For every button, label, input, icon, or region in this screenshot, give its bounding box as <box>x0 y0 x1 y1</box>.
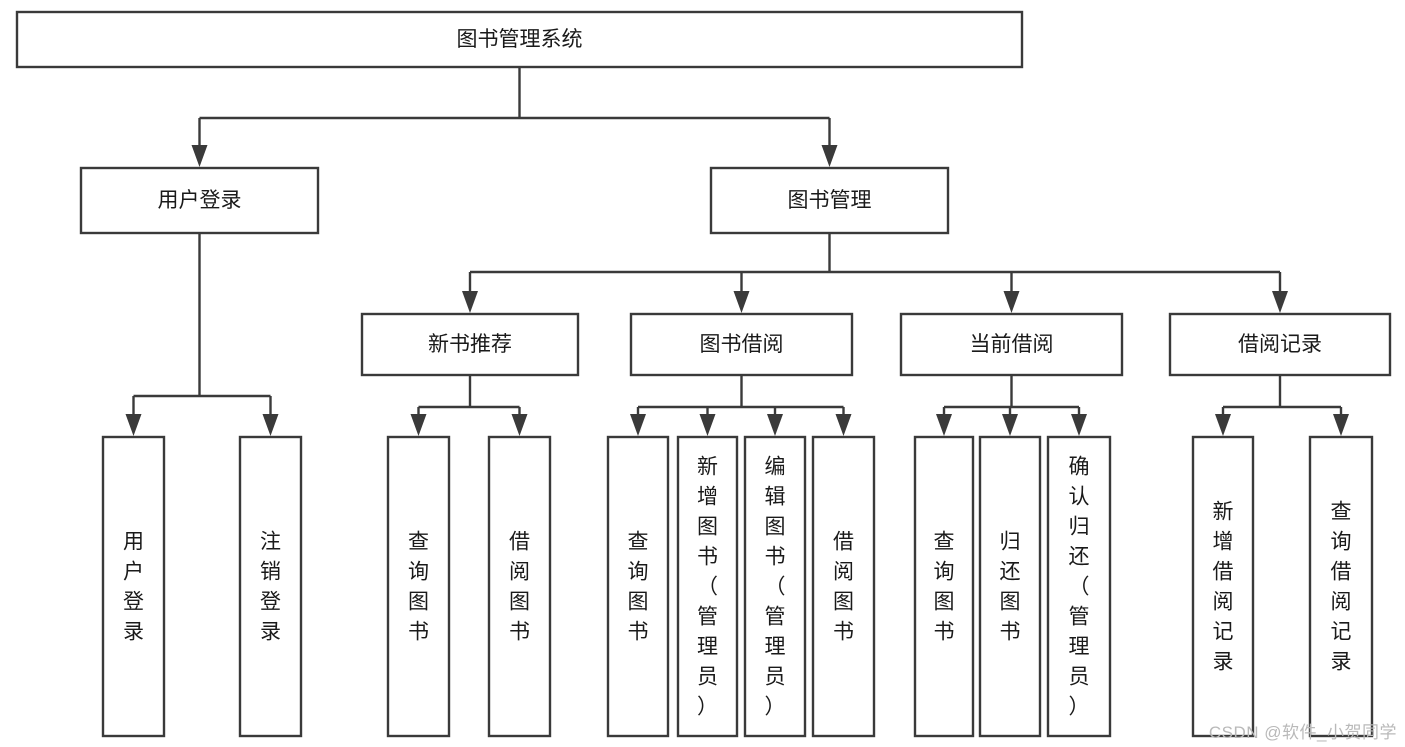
node-borrow-record[interactable]: 借阅记录 <box>1168 312 1392 377</box>
node-label-borrow-record: 借阅记录 <box>1238 333 1322 356</box>
node-box-book-manage[interactable] <box>709 166 950 235</box>
node-box-user-login[interactable] <box>79 166 320 235</box>
node-label-leaf-confirm-return: 确认归还（管理员） <box>1069 455 1090 718</box>
node-box-leaf-confirm-return[interactable] <box>1046 435 1112 738</box>
node-box-leaf-add-book[interactable] <box>676 435 739 738</box>
node-box-leaf-query-borrow-record[interactable] <box>1308 435 1374 738</box>
node-label-book-borrow: 图书借阅 <box>700 333 784 356</box>
node-box-leaf-query-book-2[interactable] <box>606 435 670 738</box>
node-leaf-borrow-book-2[interactable]: 借阅图书 <box>811 435 876 738</box>
node-label-user-login: 用户登录 <box>158 189 242 212</box>
node-label-leaf-borrow-book-1: 借阅图书 <box>509 530 530 643</box>
node-label-leaf-user-login: 用户登录 <box>123 530 144 643</box>
node-label-leaf-logout: 注销登录 <box>260 530 281 643</box>
node-box-current-borrow[interactable] <box>899 312 1124 377</box>
node-label-leaf-return-book: 归还图书 <box>1000 530 1021 643</box>
node-leaf-edit-book[interactable]: 编辑图书（管理员） <box>743 435 807 738</box>
node-box-borrow-record[interactable] <box>1168 312 1392 377</box>
node-box-leaf-borrow-book-1[interactable] <box>487 435 552 738</box>
node-label-current-borrow: 当前借阅 <box>970 333 1054 356</box>
node-leaf-query-book-1[interactable]: 查询图书 <box>386 435 451 738</box>
connector-layer <box>125 67 1349 436</box>
node-book-manage[interactable]: 图书管理 <box>709 166 950 235</box>
node-leaf-query-book-2[interactable]: 查询图书 <box>606 435 670 738</box>
node-leaf-query-borrow-record[interactable]: 查询借阅记录 <box>1308 435 1374 738</box>
node-label-leaf-edit-book: 编辑图书（管理员） <box>765 455 786 718</box>
node-box-leaf-user-login[interactable] <box>101 435 166 738</box>
node-box-root[interactable] <box>15 10 1024 69</box>
connector-group-root <box>191 67 838 167</box>
node-label-book-manage: 图书管理 <box>788 189 872 212</box>
node-leaf-return-book[interactable]: 归还图书 <box>978 435 1042 738</box>
connector-group-new-book-recommend <box>410 375 528 436</box>
connector-group-book-manage <box>462 233 1288 313</box>
node-box-book-borrow[interactable] <box>629 312 854 377</box>
node-root[interactable]: 图书管理系统 <box>15 10 1024 69</box>
connector-group-borrow-record <box>1215 375 1349 436</box>
node-box-leaf-add-borrow-record[interactable] <box>1191 435 1255 738</box>
node-box-leaf-query-book-1[interactable] <box>386 435 451 738</box>
connector-group-book-borrow <box>630 375 852 436</box>
node-box-leaf-query-book-3[interactable] <box>913 435 975 738</box>
node-box-leaf-borrow-book-2[interactable] <box>811 435 876 738</box>
node-book-borrow[interactable]: 图书借阅 <box>629 312 854 377</box>
node-label-leaf-query-book-3: 查询图书 <box>934 530 955 643</box>
node-user-login[interactable]: 用户登录 <box>79 166 320 235</box>
node-box-leaf-edit-book[interactable] <box>743 435 807 738</box>
node-layer: 图书管理系统用户登录图书管理新书推荐图书借阅当前借阅借阅记录用户登录注销登录查询… <box>15 10 1392 738</box>
node-label-leaf-add-borrow-record: 新增借阅记录 <box>1213 500 1234 673</box>
node-current-borrow[interactable]: 当前借阅 <box>899 312 1124 377</box>
node-leaf-add-borrow-record[interactable]: 新增借阅记录 <box>1191 435 1255 738</box>
node-leaf-add-book[interactable]: 新增图书（管理员） <box>676 435 739 738</box>
node-label-leaf-borrow-book-2: 借阅图书 <box>833 530 854 643</box>
node-label-leaf-add-book: 新增图书（管理员） <box>697 455 718 718</box>
node-leaf-user-login[interactable]: 用户登录 <box>101 435 166 738</box>
connector-group-current-borrow <box>936 375 1087 436</box>
node-label-leaf-query-book-2: 查询图书 <box>628 530 649 643</box>
node-label-root: 图书管理系统 <box>457 28 583 51</box>
node-leaf-borrow-book-1[interactable]: 借阅图书 <box>487 435 552 738</box>
node-label-leaf-query-book-1: 查询图书 <box>408 530 429 643</box>
node-leaf-logout[interactable]: 注销登录 <box>238 435 303 738</box>
node-leaf-query-book-3[interactable]: 查询图书 <box>913 435 975 738</box>
node-box-leaf-return-book[interactable] <box>978 435 1042 738</box>
node-label-new-book-recommend: 新书推荐 <box>428 333 512 356</box>
node-leaf-confirm-return[interactable]: 确认归还（管理员） <box>1046 435 1112 738</box>
node-box-leaf-logout[interactable] <box>238 435 303 738</box>
node-box-new-book-recommend[interactable] <box>360 312 580 377</box>
node-new-book-recommend[interactable]: 新书推荐 <box>360 312 580 377</box>
connector-group-user-login <box>125 233 279 436</box>
node-label-leaf-query-borrow-record: 查询借阅记录 <box>1331 500 1352 673</box>
